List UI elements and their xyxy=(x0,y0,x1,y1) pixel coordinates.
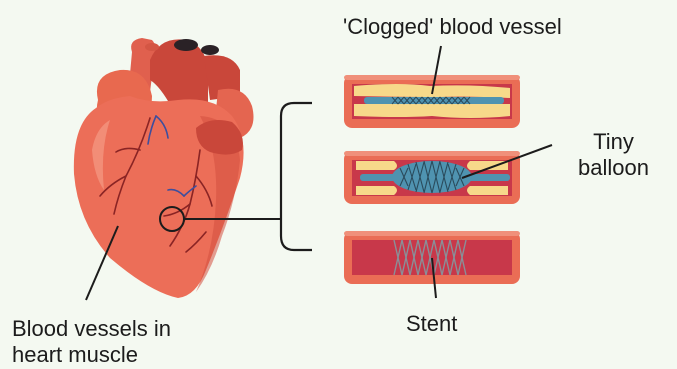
vessel-balloon xyxy=(344,151,520,204)
heart-illustration xyxy=(74,38,254,298)
label-tiny-balloon-line2: balloon xyxy=(578,155,649,181)
label-blood-vessels: Blood vessels in heart muscle xyxy=(12,316,171,368)
zoom-bracket xyxy=(281,103,312,250)
label-blood-vessels-line1: Blood vessels in xyxy=(12,316,171,342)
label-blood-vessels-line2: heart muscle xyxy=(12,342,171,368)
label-clogged-vessel: 'Clogged' blood vessel xyxy=(343,14,562,40)
deflated-balloon xyxy=(364,97,504,104)
vessel-opening-2 xyxy=(201,45,219,55)
label-tiny-balloon-line1: Tiny xyxy=(578,129,649,155)
label-tiny-balloon: Tiny balloon xyxy=(578,129,649,181)
label-stent: Stent xyxy=(406,311,457,337)
vessel-stent xyxy=(344,231,520,284)
vessel-opening-3 xyxy=(145,43,159,51)
vessel-clogged xyxy=(344,75,520,128)
vessel-opening-1 xyxy=(174,39,198,51)
